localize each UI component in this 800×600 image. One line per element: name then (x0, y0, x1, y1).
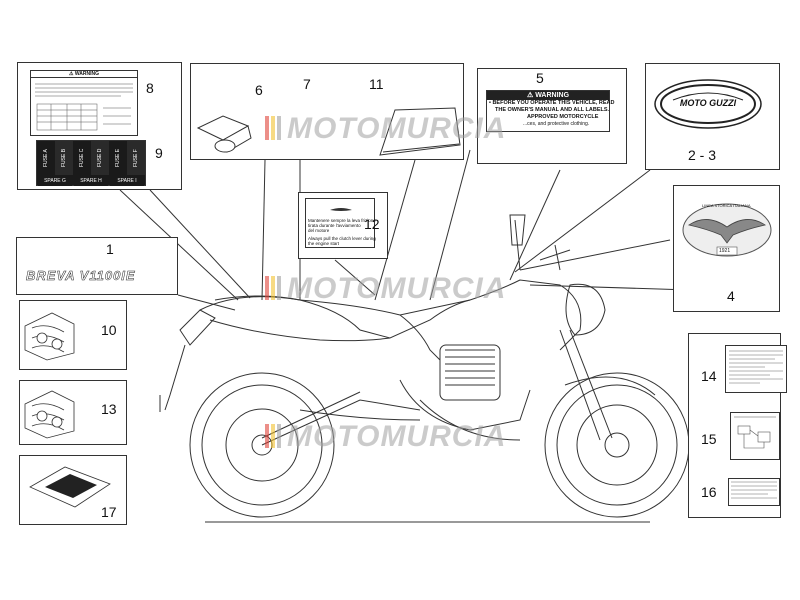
watermark-text-middle: MOTOMURCIA (287, 272, 507, 305)
fuse-d: FUSE D (91, 141, 109, 175)
fuse-f: FUSE F (127, 141, 145, 175)
watermark-text-bottom: MOTOMURCIA (287, 420, 507, 453)
warning-card-table (35, 83, 133, 131)
callout-6: 6 (255, 82, 263, 98)
callout-9: 9 (155, 145, 163, 161)
decal-kit-13 (24, 390, 75, 439)
label-14 (725, 345, 787, 393)
eagle-emblem (682, 203, 772, 257)
spare-g: SPARE G (38, 176, 72, 186)
warning-card-8: ⚠ WARNING (30, 70, 138, 136)
label-box-6-7-11 (190, 63, 464, 160)
warning-line-3: APPROVED MOTORCYCLE (527, 114, 599, 120)
strip-decal-11 (379, 107, 461, 156)
clutch-it-3: del motore (308, 228, 330, 233)
warning-card-title: ⚠ WARNING (31, 71, 137, 78)
decal-kit-10 (24, 312, 75, 361)
callout-4: 4 (727, 288, 735, 304)
warning-label-title: ⚠ WARNING (487, 91, 609, 100)
watermark-logo-icon (265, 420, 283, 454)
moto-guzzi-oval-text: MOTO GUZZI (679, 98, 737, 108)
spare-h: SPARE H (74, 176, 108, 186)
fuse-c: FUSE C (73, 141, 91, 175)
callout-13: 13 (101, 401, 117, 417)
fuse-b: FUSE B (55, 141, 73, 175)
moto-guzzi-decal-17 (29, 466, 111, 508)
callout-7: 7 (303, 76, 311, 92)
warning-line-1: • BEFORE YOU OPERATE THIS VEHICLE, READ (489, 100, 615, 106)
clutch-en-1: Always pull the clutch lever during (308, 236, 376, 241)
moto-guzzi-oval-logo (654, 79, 762, 129)
clutch-it-2: tirata durante l'avviamento (308, 223, 361, 228)
callout-10: 10 (101, 322, 117, 338)
warning-label-5: ⚠ WARNING • BEFORE YOU OPERATE THIS VEHI… (486, 90, 615, 132)
warning-line-4: ...ces, and protective clothing. (523, 121, 590, 127)
label-15 (730, 412, 780, 460)
callout-1: 1 (106, 241, 114, 257)
callout-17: 17 (101, 504, 117, 520)
callout-11: 11 (369, 76, 384, 92)
label-16 (728, 478, 780, 506)
warning-line-2: THE OWNER'S MANUAL AND ALL LABELS. (495, 107, 610, 113)
callout-15: 15 (701, 431, 717, 447)
callout-8: 8 (146, 80, 154, 96)
callout-14: 14 (701, 368, 717, 384)
callout-2-3: 2 - 3 (688, 147, 717, 163)
eagle-year: 1921 (719, 248, 731, 254)
clutch-label-12: Mantenere sempre la leva frizione tirata… (305, 198, 376, 248)
label-box-1 (16, 237, 178, 295)
eagle-text: LINEA STORICA ITALIANA (702, 203, 751, 208)
watermark-text-top: MOTOMURCIA (287, 112, 507, 145)
watermark-bottom: MOTOMURCIA (265, 420, 506, 454)
watermark-top: MOTOMURCIA (265, 112, 506, 146)
clutch-en-2: the engine start (308, 241, 340, 246)
breva-decal: BREVA V1100IE (26, 268, 136, 284)
spare-i: SPARE I (110, 176, 144, 186)
callout-12: 12 (364, 216, 380, 232)
watermark-logo-icon (265, 272, 283, 306)
callout-5: 5 (536, 70, 544, 86)
fuse-e: FUSE E (109, 141, 127, 175)
watermark-logo-icon (265, 112, 283, 146)
fuse-card-9: FUSE A FUSE B FUSE C FUSE D FUSE E FUSE … (36, 140, 146, 186)
watermark-middle: MOTOMURCIA (265, 272, 506, 306)
clutch-it-1: Mantenere sempre la leva frizione (308, 218, 376, 223)
callout-16: 16 (701, 484, 717, 500)
rolled-decal-6 (196, 115, 252, 153)
fuse-a: FUSE A (37, 141, 55, 175)
moto-guzzi-eagle-small-icon (330, 208, 352, 211)
